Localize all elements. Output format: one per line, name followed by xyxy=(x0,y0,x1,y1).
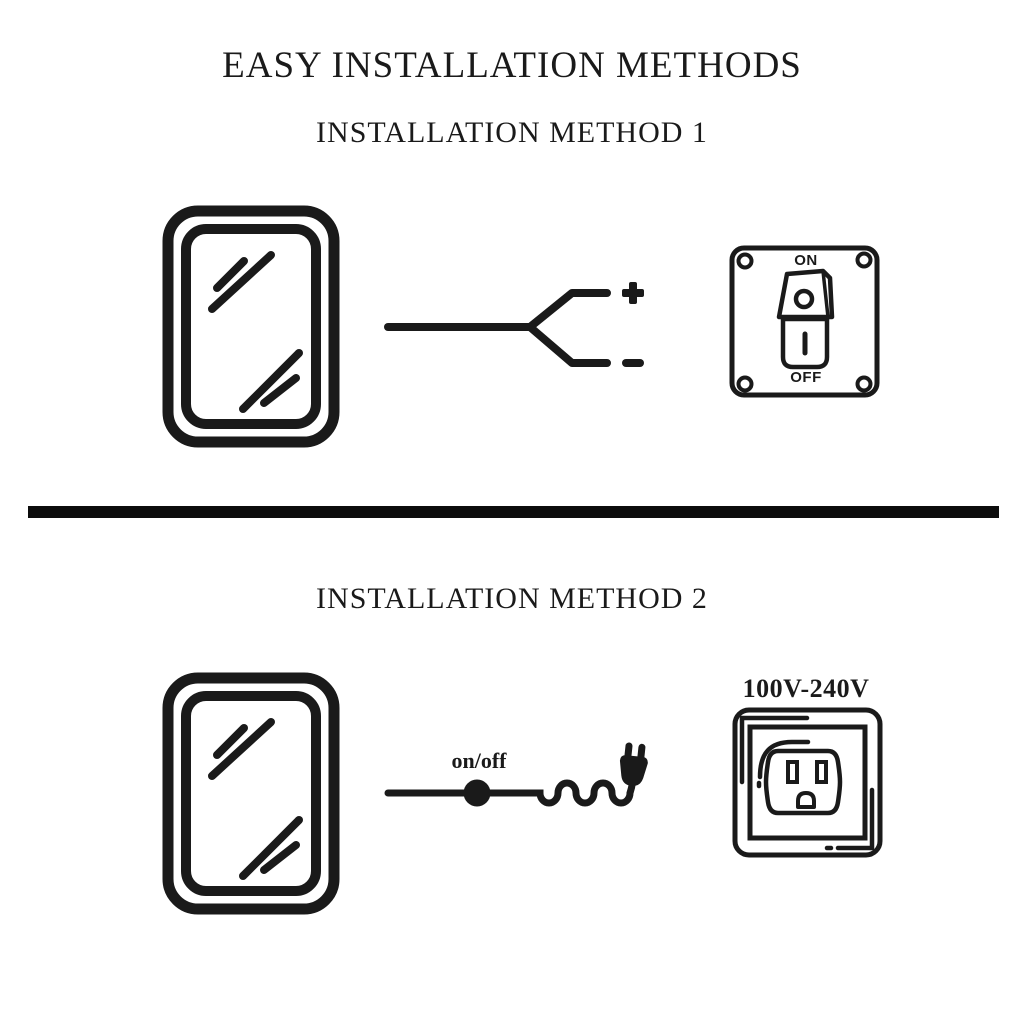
inline-switch-dot-icon xyxy=(463,779,491,807)
power-cord-icon xyxy=(384,742,648,807)
section-divider xyxy=(28,506,999,518)
page-title: EASY INSTALLATION METHODS xyxy=(222,45,802,86)
socket-accent-arc xyxy=(757,739,811,780)
plug-icon xyxy=(619,742,648,786)
split-wire-icon xyxy=(384,282,644,367)
socket-slot-right xyxy=(815,760,828,784)
rocker-switch-icon xyxy=(729,245,880,398)
switch-plate xyxy=(729,245,880,398)
mirror-icon xyxy=(162,205,340,448)
socket-face xyxy=(763,748,843,816)
wall-outlet-icon xyxy=(732,707,883,858)
screw-holes xyxy=(736,251,873,393)
switch-off-label: OFF xyxy=(790,369,822,386)
method1-title: INSTALLATION METHOD 1 xyxy=(316,116,708,149)
minus-icon xyxy=(622,359,644,367)
inline-switch-label: on/off xyxy=(451,748,507,773)
switch-on-label: ON xyxy=(794,252,818,269)
rocker-button xyxy=(776,268,835,370)
outlet-outer-plate xyxy=(732,707,883,858)
socket-ground-hole xyxy=(796,791,816,809)
socket-slot-left xyxy=(786,760,799,784)
cord-line xyxy=(384,771,637,807)
rocker-on-symbol xyxy=(793,288,815,310)
method2-title: INSTALLATION METHOD 2 xyxy=(316,582,708,615)
wire-lines xyxy=(384,289,611,367)
mirror-icon xyxy=(162,672,340,915)
voltage-label: 100V-240V xyxy=(742,674,870,703)
outlet-accent-bottom-right xyxy=(835,787,875,851)
plus-icon xyxy=(622,282,644,304)
outlet-accent-top-left xyxy=(739,715,810,785)
